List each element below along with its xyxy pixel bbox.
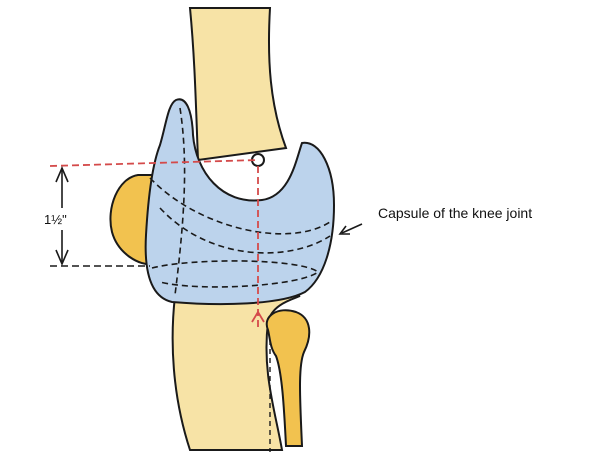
- femur-shaft: [188, 7, 288, 162]
- capsule-pointer-arrowhead: [338, 225, 350, 235]
- horizontal-axis-line: [49, 159, 259, 167]
- vertical-axis-arrow: [251, 310, 265, 323]
- capsule-label: Capsule of the knee joint: [378, 205, 532, 221]
- tibial-plateau-outline: [151, 260, 320, 288]
- condyle-outline-inner: [159, 207, 331, 254]
- joint-capsule: [144, 98, 336, 306]
- fibula: [265, 309, 311, 447]
- tibia: [171, 295, 301, 451]
- measurement-arrowhead-bottom: [55, 249, 69, 267]
- measurement-label: 1½": [44, 212, 67, 227]
- capsule-inner-dashed: [174, 107, 186, 296]
- measurement-arrowhead-top: [55, 165, 69, 183]
- capsule-pointer-line: [341, 223, 363, 234]
- measurement-label-bg: [40, 208, 84, 230]
